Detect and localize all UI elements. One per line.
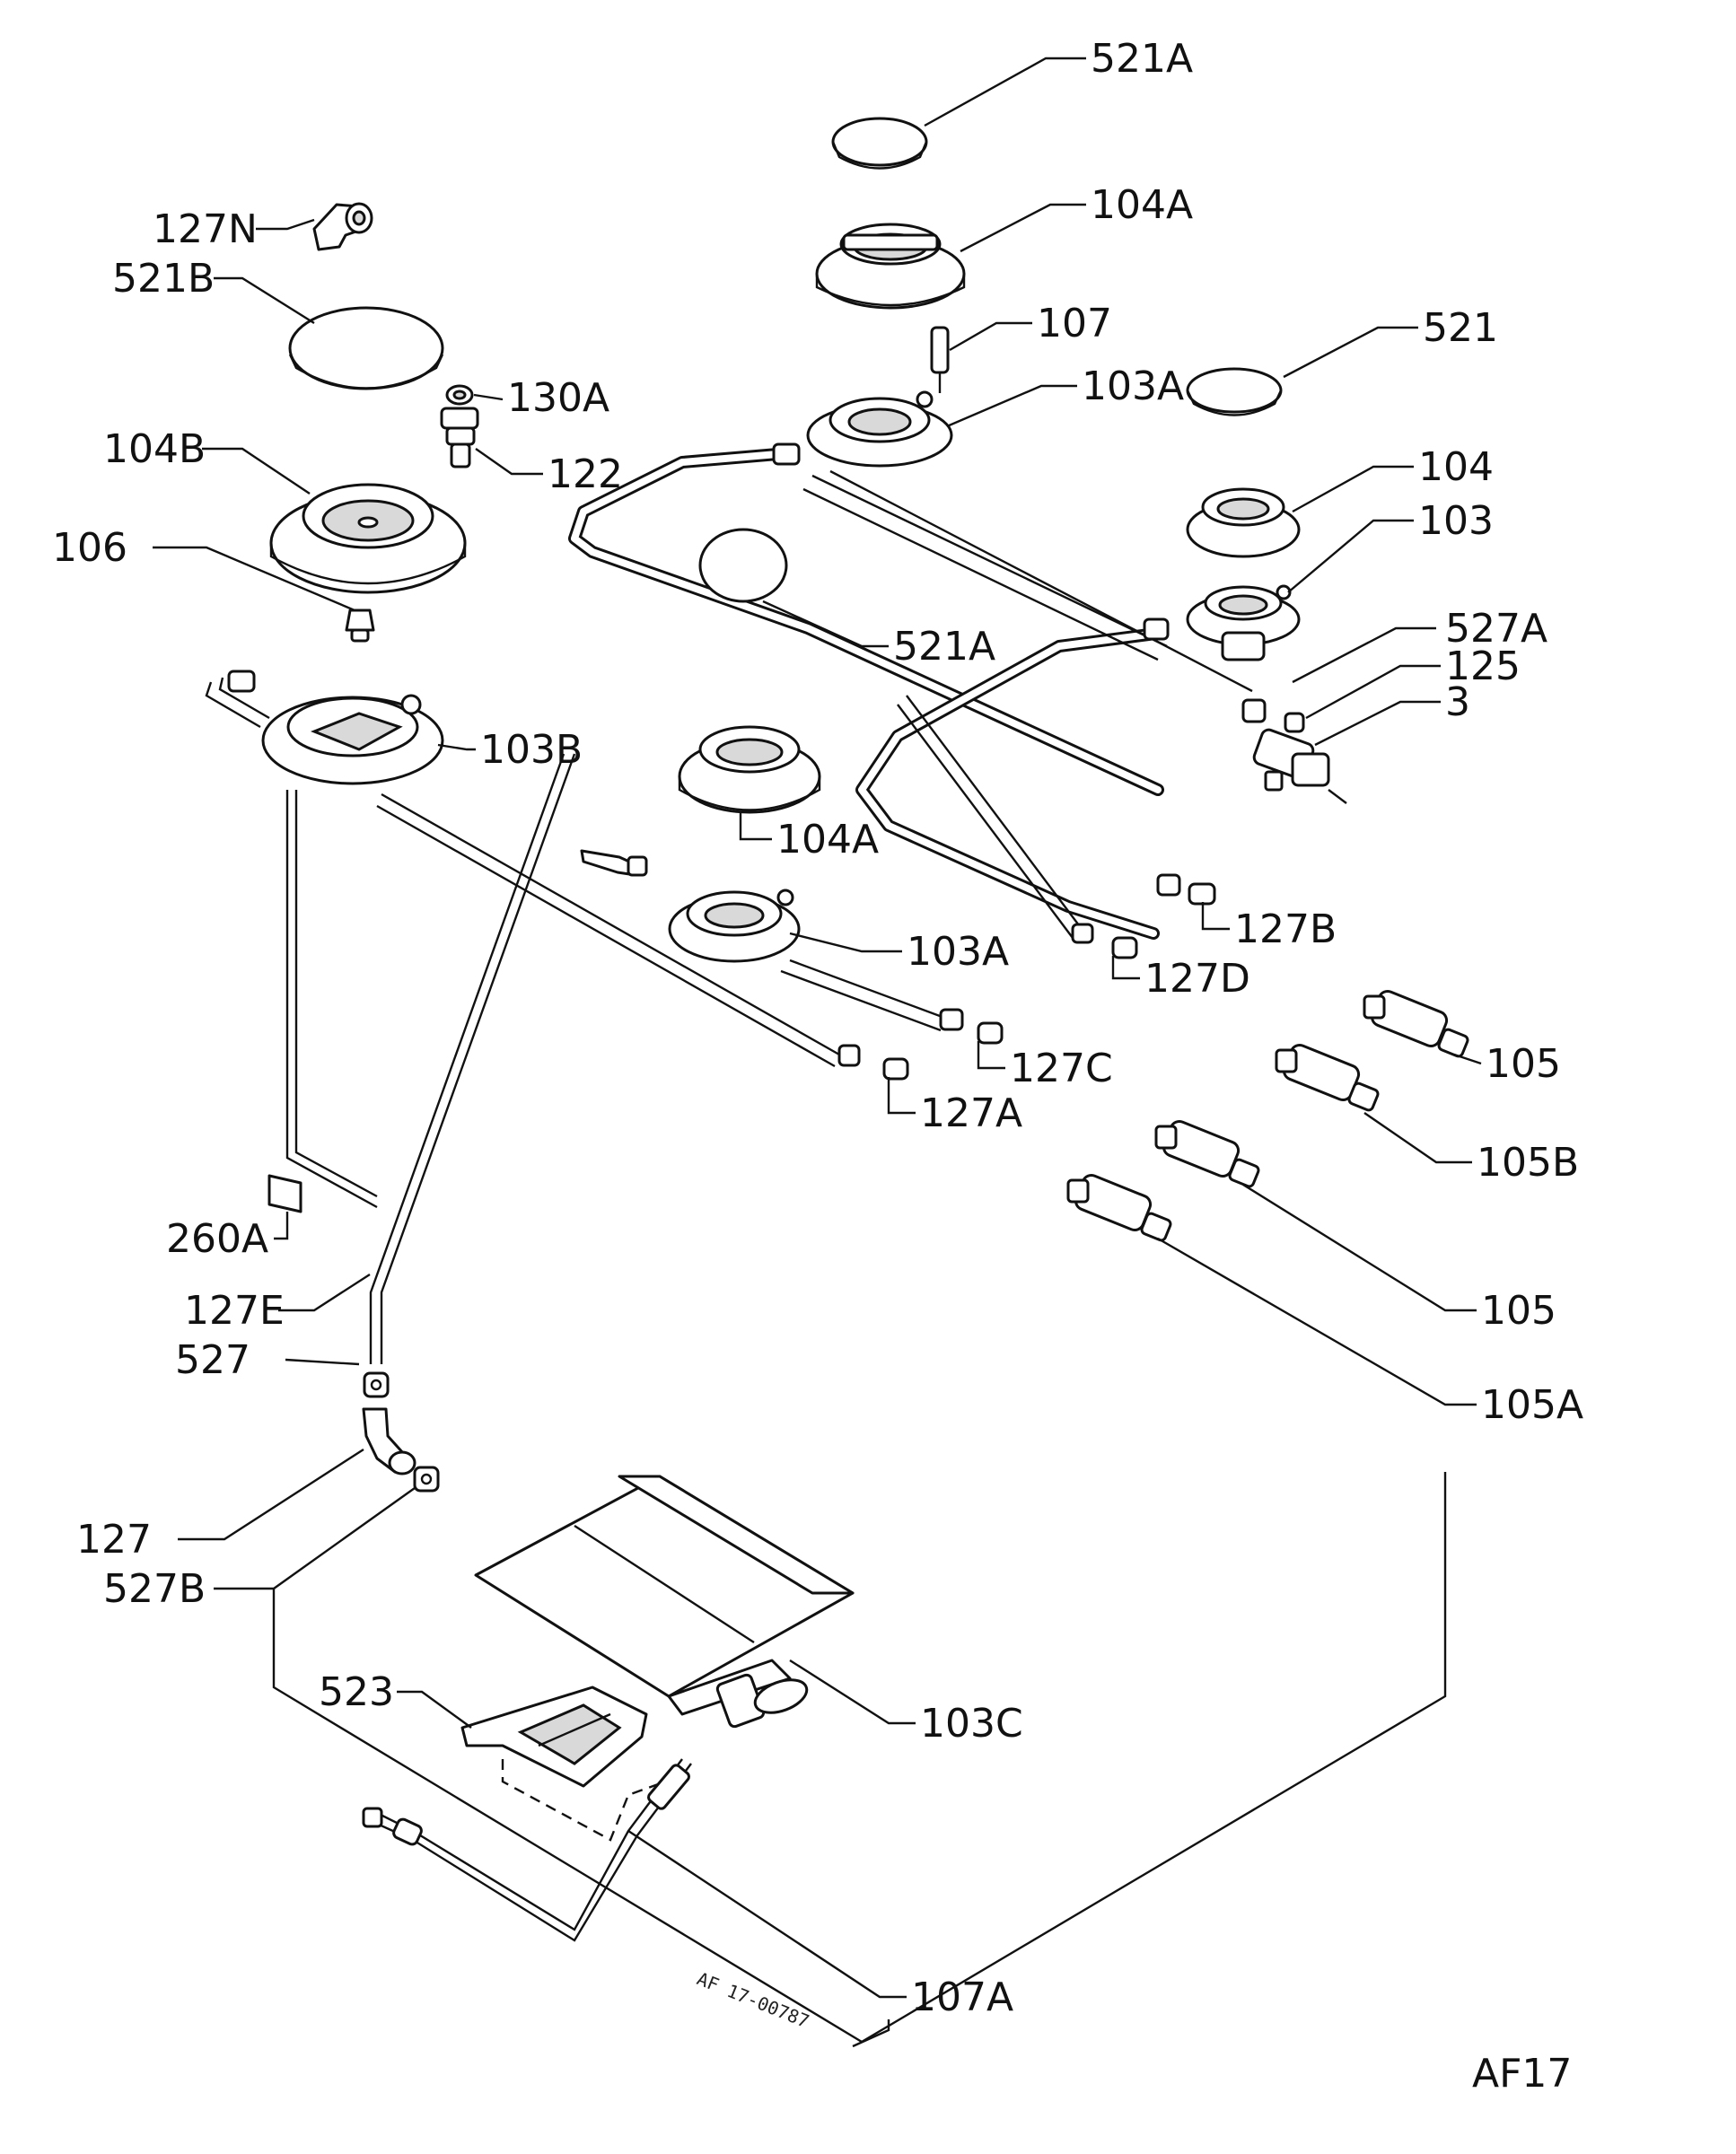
- sheet-code: AF17: [1472, 2051, 1572, 2097]
- elbow-127: [362, 1407, 416, 1475]
- label-127d: 127D: [1144, 956, 1250, 1002]
- heat-shield-103c: [474, 1475, 855, 1729]
- label-3: 3: [1445, 679, 1470, 725]
- label-523: 523: [319, 1669, 394, 1715]
- label-107a: 107A: [911, 1974, 1013, 2020]
- thermocouple-107a: [362, 1764, 690, 1846]
- label-103a-top: 103A: [1082, 363, 1184, 409]
- callout-labels: 521A 104A 107 521 103A 104 103 527A 125 …: [52, 36, 1583, 2097]
- label-521b: 521B: [112, 256, 215, 302]
- washer-130a: [445, 384, 474, 406]
- crown-104a-top: [815, 223, 966, 310]
- label-125: 125: [1445, 644, 1521, 689]
- label-105a: 105A: [1481, 1382, 1583, 1428]
- burner-103a-mid: [668, 889, 801, 963]
- pipe-fittings: [772, 442, 1216, 1081]
- label-260a: 260A: [166, 1216, 268, 1262]
- label-103b: 103B: [480, 727, 583, 773]
- crown-104: [1186, 487, 1301, 558]
- nut-125: [1241, 698, 1305, 733]
- bracket-523: [460, 1686, 648, 1788]
- gas-pipes: [205, 447, 1253, 1942]
- cap-521a-top: [831, 117, 928, 170]
- valve-3: [1252, 728, 1347, 804]
- cap-521: [1186, 367, 1283, 416]
- cap-521b: [288, 306, 444, 390]
- leader-lines: [153, 57, 1482, 2048]
- label-521: 521: [1423, 305, 1498, 351]
- label-527: 527: [175, 1337, 250, 1383]
- label-104b: 104B: [103, 426, 206, 472]
- label-521a-mid: 521A: [893, 624, 995, 670]
- label-527b: 527B: [103, 1566, 206, 1612]
- label-107: 107: [1037, 301, 1112, 346]
- crown-104b: [269, 483, 467, 594]
- label-105-mid: 105: [1481, 1288, 1556, 1334]
- nozzle-106: [345, 609, 375, 643]
- burner-103: [1186, 584, 1301, 661]
- label-521a-top: 521A: [1091, 36, 1193, 82]
- label-127a: 127A: [920, 1090, 1022, 1136]
- label-127n: 127N: [153, 206, 258, 252]
- injector-105a: [1066, 1173, 1172, 1242]
- label-122: 122: [548, 451, 623, 497]
- label-104: 104: [1418, 444, 1494, 490]
- label-527a: 527A: [1445, 606, 1547, 652]
- label-104a-top: 104A: [1091, 182, 1193, 228]
- nut-527b: [413, 1466, 440, 1493]
- spark-plug-mid: [580, 849, 648, 877]
- label-106: 106: [52, 525, 127, 571]
- injector-105b: [1275, 1043, 1380, 1112]
- label-105-top: 105: [1486, 1041, 1561, 1087]
- injector-122: [440, 407, 479, 468]
- cap-521a-mid: [698, 528, 788, 603]
- spark-plug-107: [930, 326, 950, 393]
- label-127: 127: [76, 1517, 152, 1563]
- label-104a-mid: 104A: [776, 817, 879, 862]
- nut-527: [363, 1371, 390, 1398]
- label-103: 103: [1418, 498, 1494, 544]
- label-103c: 103C: [920, 1701, 1023, 1747]
- elbow-127n: [312, 202, 373, 251]
- label-103a-mid: 103A: [907, 929, 1009, 975]
- injector-105-mid: [1154, 1119, 1260, 1188]
- label-127c: 127C: [1010, 1046, 1113, 1091]
- label-105b: 105B: [1477, 1140, 1579, 1186]
- crown-104a-mid: [678, 725, 821, 814]
- injector-105-top: [1363, 989, 1469, 1058]
- label-130a: 130A: [507, 375, 609, 421]
- burner-103b: [227, 670, 444, 785]
- label-127b: 127B: [1234, 906, 1337, 952]
- burner-103a-top: [806, 390, 953, 468]
- label-127e: 127E: [184, 1288, 285, 1334]
- clip-260a: [267, 1174, 302, 1213]
